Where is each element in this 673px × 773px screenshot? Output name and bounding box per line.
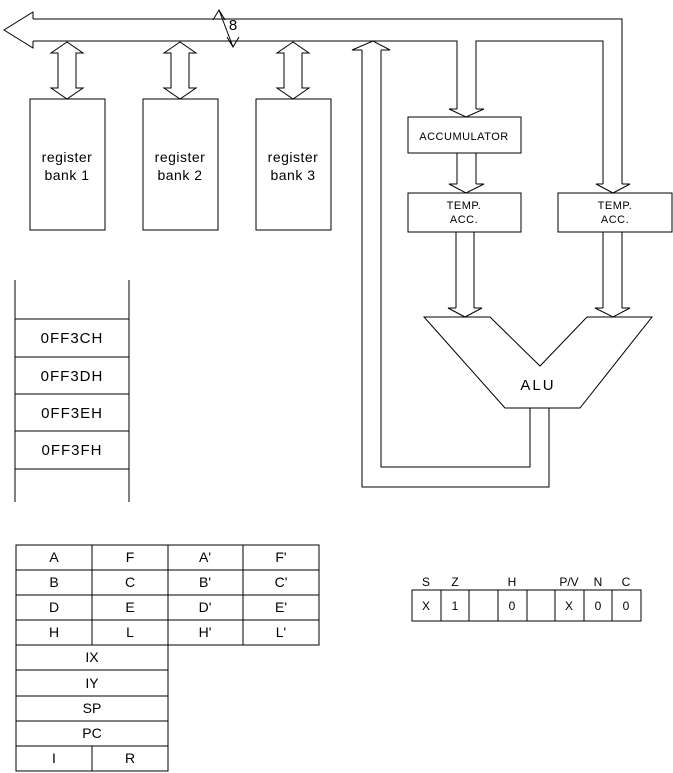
register-bank-3-label-line1: register <box>268 149 319 165</box>
flag-label-C: C <box>622 575 631 589</box>
reg-label-B: B <box>49 574 58 590</box>
bus-width-label: 8 <box>229 17 237 34</box>
memory-cell-address-0: 0FF3CH <box>41 330 104 347</box>
flags-register: S Z H P/V N C X 1 0 X 0 0 <box>411 575 642 622</box>
memory-cell-address-1: 0FF3DH <box>41 368 104 385</box>
alu-feedback-outer-line <box>361 50 550 488</box>
reg-label-H: H <box>49 624 59 640</box>
reg-label-A: A <box>49 549 59 565</box>
bus-bottom-line-left <box>33 40 458 109</box>
flag-cell-7 <box>611 589 642 622</box>
temp-acc-left-label-line1: TEMP. <box>447 200 482 212</box>
accumulator-box <box>407 116 522 154</box>
flag-value-Z: 1 <box>452 599 459 613</box>
alu-shape <box>422 316 654 409</box>
register-bank-2-box <box>142 98 219 231</box>
alu-feedback-to-bus <box>351 40 550 488</box>
memory-cell-address-3: 0FF3FH <box>41 442 102 459</box>
register-bank-3: register bank 3 <box>255 98 332 231</box>
reg-label-C: C <box>125 574 135 590</box>
reg-label-D2: D' <box>199 599 212 615</box>
flag-value-C: 0 <box>623 599 630 613</box>
register-bank-3-box <box>255 98 332 231</box>
flag-label-N: N <box>594 575 603 589</box>
reg-label-F2: F' <box>275 549 286 565</box>
flag-value-H: 0 <box>509 599 516 613</box>
bus-bank2-double-arrow <box>162 41 198 100</box>
accumulator: ACCUMULATOR <box>407 116 522 154</box>
register-bank-1-label-line2: bank 1 <box>44 167 89 183</box>
register-bank-2-label-line2: bank 2 <box>157 167 202 183</box>
flag-value-S: X <box>422 599 430 613</box>
reg-label-E: E <box>125 599 134 615</box>
reg-label-B2: B' <box>199 574 211 590</box>
register-bank-1-box <box>29 98 106 231</box>
memory-block: 0FF3CH 0FF3DH 0FF3EH 0FF3FH <box>14 280 130 502</box>
flag-label-PV: P/V <box>559 575 578 589</box>
accumulator-to-temp-acc-arrow <box>448 153 485 194</box>
reg-label-IX: IX <box>85 649 99 665</box>
temp-acc-left-box <box>407 192 522 233</box>
bus-bank-arrows <box>49 41 311 100</box>
bus-to-accumulator-arrowhead <box>448 108 485 118</box>
reg-label-IY: IY <box>85 675 99 691</box>
temp-acc-left-label-line2: ACC. <box>450 214 478 226</box>
register-bank-2: register bank 2 <box>142 98 219 231</box>
flag-label-S: S <box>422 575 430 589</box>
bus-bank3-double-arrow <box>275 41 311 100</box>
reg-label-SP: SP <box>83 700 102 716</box>
reg-cell-R <box>91 745 169 772</box>
register-bank-1-label-line1: register <box>42 149 93 165</box>
register-bank-1: register bank 1 <box>29 98 106 231</box>
reg-label-C2: C' <box>275 574 288 590</box>
reg-label-H2: H' <box>199 624 212 640</box>
reg-label-A2: A' <box>199 549 211 565</box>
temp-acc-right-box <box>557 192 673 233</box>
reg-label-L: L <box>126 624 134 640</box>
temp-acc-right-to-alu-arrow <box>594 232 631 318</box>
reg-label-D: D <box>49 599 59 615</box>
alu-feedback-inner-line <box>380 50 531 468</box>
temp-left-alu-arrowhead <box>447 307 483 318</box>
flag-label-H: H <box>508 575 517 589</box>
flag-cell-2 <box>468 589 499 622</box>
reg-label-I: I <box>52 750 56 766</box>
temp-acc-right-label-line2: ACC. <box>601 214 629 226</box>
flag-value-PV: X <box>565 599 573 613</box>
flag-label-Z: Z <box>451 575 458 589</box>
bus-width-slash <box>212 9 240 48</box>
reg-label-L2: L' <box>276 624 286 640</box>
register-bank-3-label-line2: bank 3 <box>270 167 315 183</box>
accumulator-label: ACCUMULATOR <box>419 131 508 143</box>
flag-cell-4 <box>526 589 556 622</box>
temp-acc-left: TEMP. ACC. <box>407 192 522 233</box>
reg-label-R: R <box>125 750 135 766</box>
register-table: A F A' F' B C B' C' D E D' E' H L H' L' … <box>15 544 320 772</box>
bus-top-line <box>33 18 623 184</box>
temp-acc-right-label-line1: TEMP. <box>598 200 633 212</box>
acc-temp-arrowhead <box>448 183 485 194</box>
temp-acc-left-to-alu-arrow <box>447 232 483 318</box>
flag-value-N: 0 <box>595 599 602 613</box>
alu-feedback-arrowhead <box>351 40 391 51</box>
reg-cell-L2 <box>242 619 320 646</box>
bus-bank1-double-arrow <box>49 41 85 100</box>
temp-right-alu-arrowhead <box>594 307 631 318</box>
reg-label-PC: PC <box>82 725 101 741</box>
register-bank-2-label-line1: register <box>155 149 206 165</box>
memory-cell-address-2: 0FF3EH <box>41 405 103 422</box>
alu: ALU <box>422 316 654 409</box>
alu-label: ALU <box>520 377 555 394</box>
bus-bottom-line-right <box>475 40 604 184</box>
bus-to-temp-acc-right-arrowhead <box>595 183 631 194</box>
temp-acc-right: TEMP. ACC. <box>557 192 673 233</box>
reg-label-E2: E' <box>275 599 287 615</box>
reg-label-F: F <box>126 549 135 565</box>
data-bus: 8 <box>3 9 631 194</box>
bus-left-arrowhead <box>3 11 34 49</box>
